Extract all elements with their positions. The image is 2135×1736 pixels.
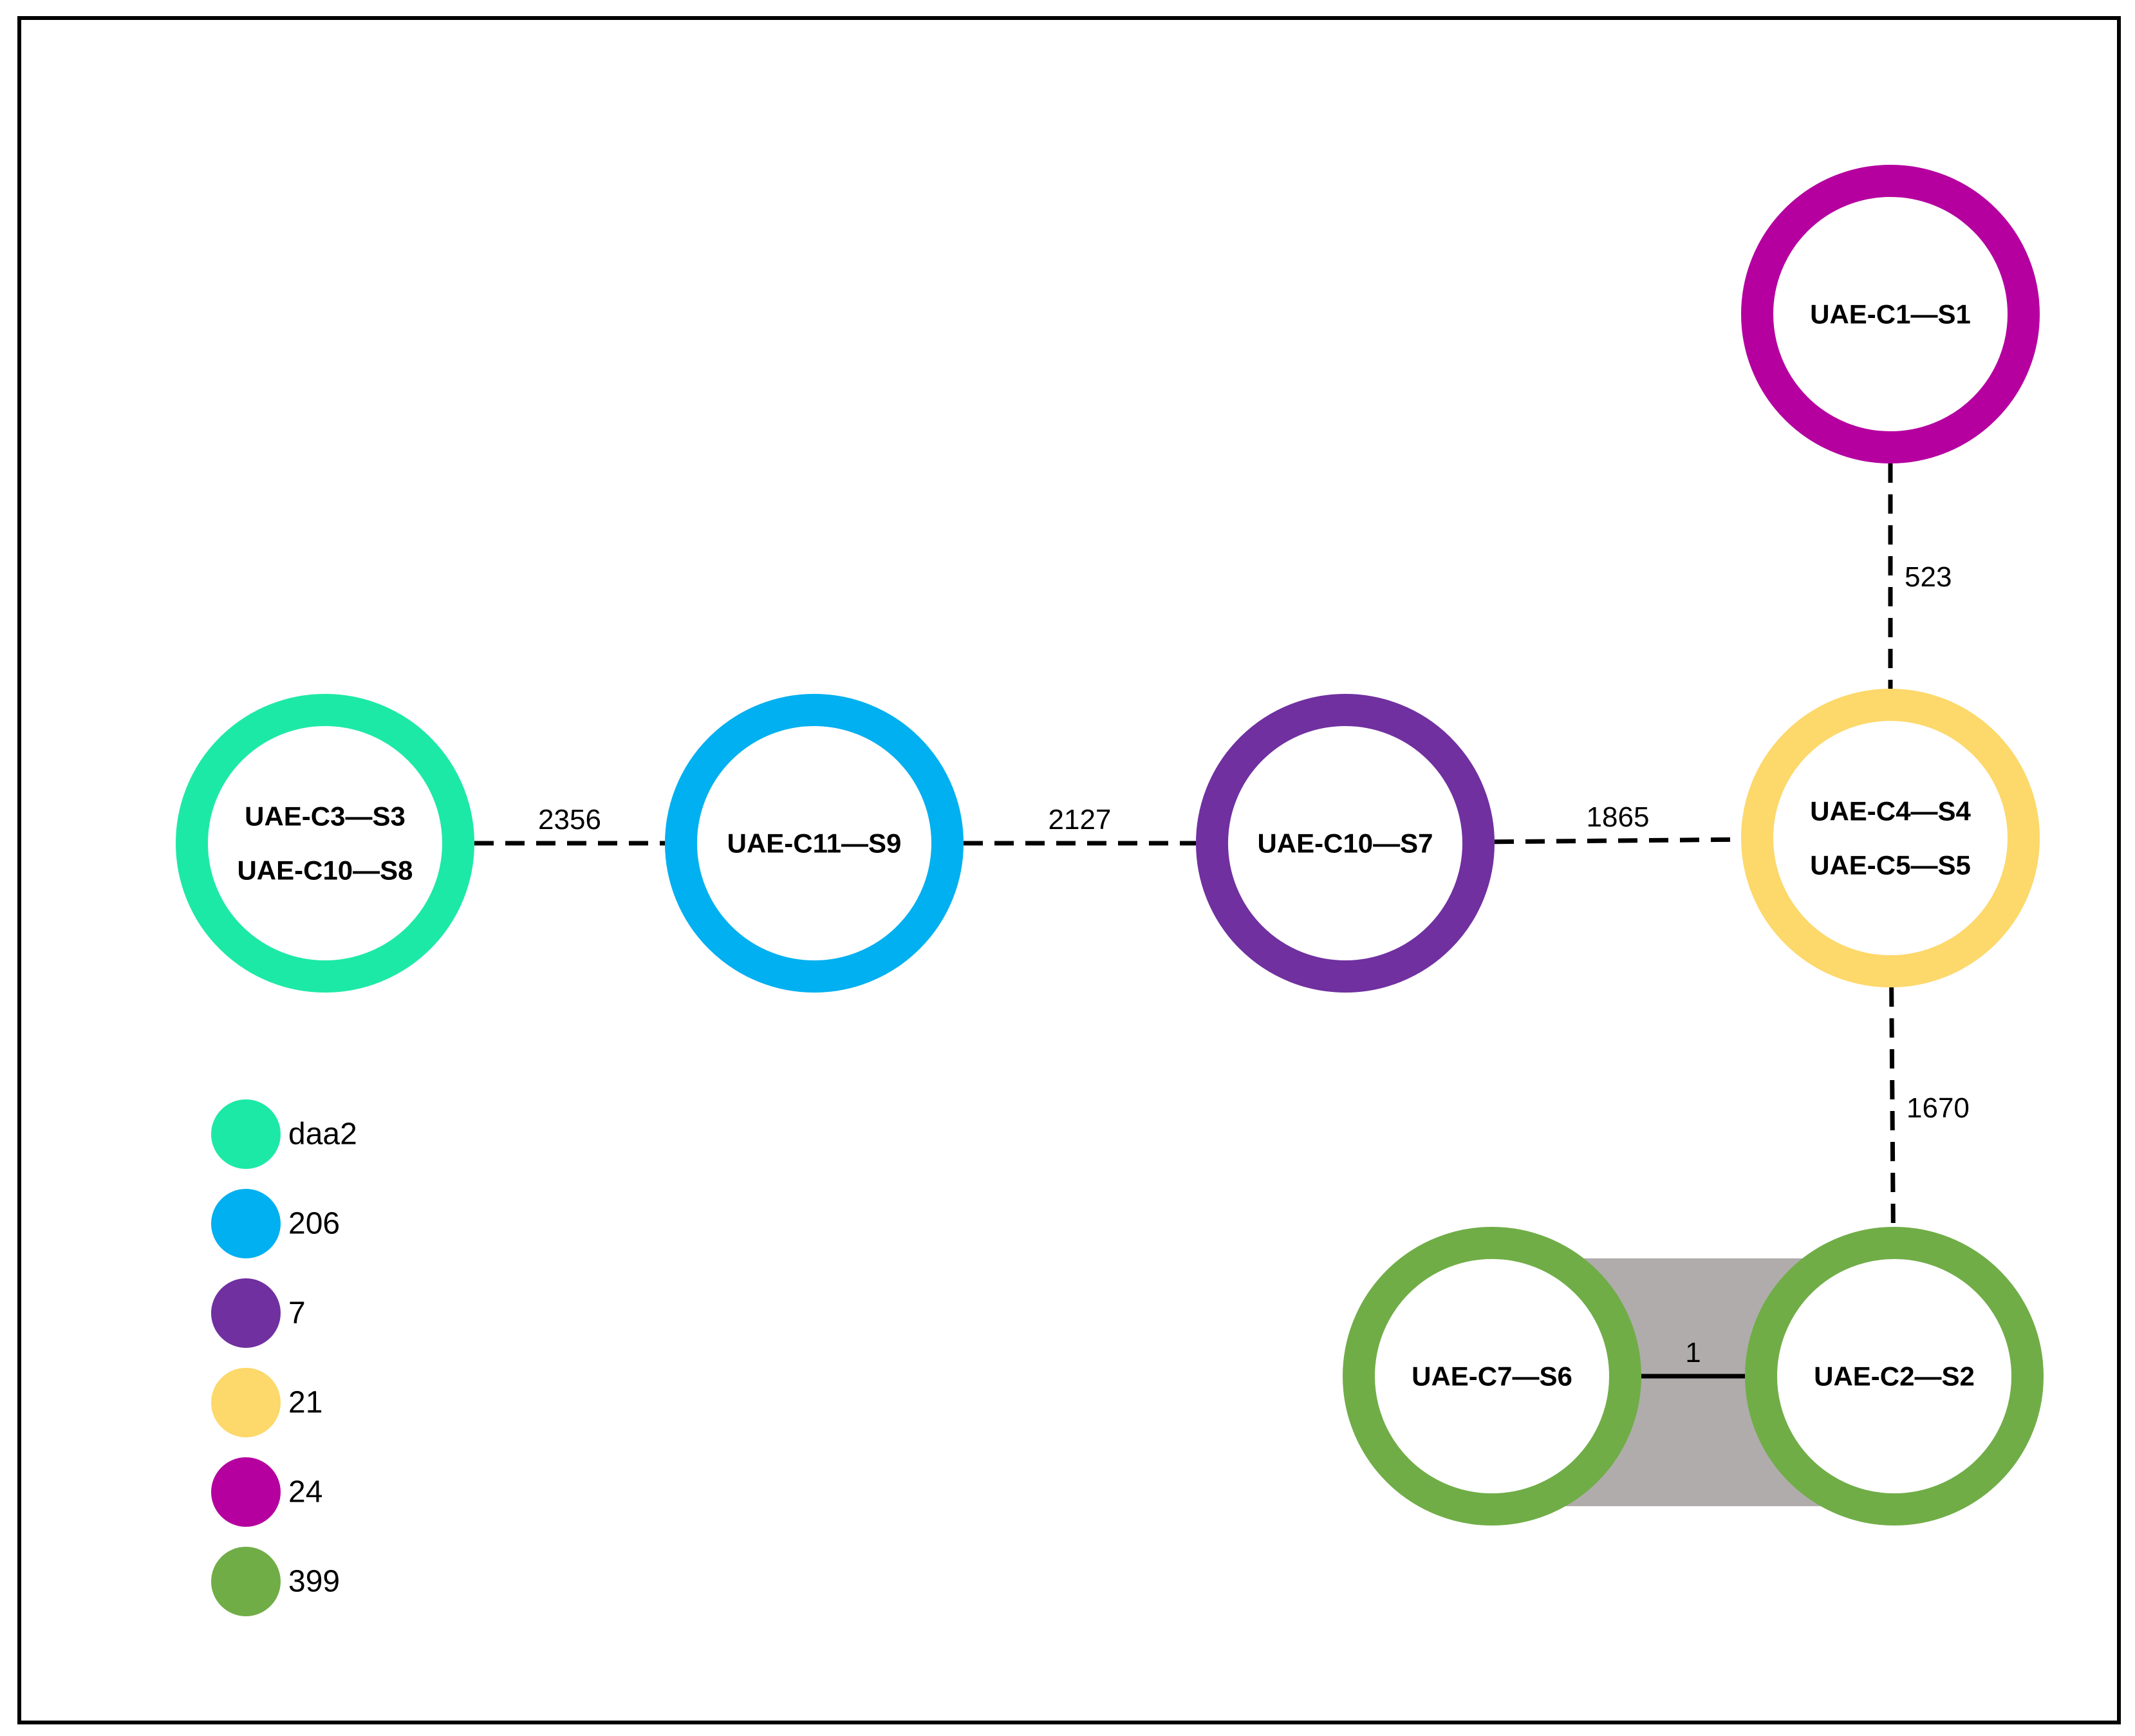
- node-label: UAE-C5—S5: [1810, 850, 1971, 881]
- node-uae-c7-s6: UAE-C7—S6: [1343, 1227, 1641, 1526]
- legend-item: 7: [211, 1278, 306, 1348]
- node-label: UAE-C1—S1: [1810, 299, 1971, 330]
- node-ring: [1745, 1227, 2044, 1526]
- nodes: UAE-C1—S1 UAE-C4—S4 UAE-C5—S5 UAE-C3—S3 …: [176, 165, 2044, 1526]
- node-uae-c3-s3-c10-s8: UAE-C3—S3 UAE-C10—S8: [176, 694, 474, 993]
- legend-item: daa2: [211, 1099, 357, 1169]
- node-uae-c10-s7: UAE-C10—S7: [1196, 694, 1495, 993]
- edges: [474, 463, 1896, 1379]
- node-label: UAE-C2—S2: [1814, 1361, 1975, 1392]
- node-label: UAE-C10—S8: [237, 855, 413, 886]
- legend-label: 24: [288, 1475, 322, 1509]
- legend: daa2 206 7 21 24 399: [211, 1099, 357, 1616]
- node-ring: [1196, 694, 1495, 993]
- legend-item: 24: [211, 1457, 322, 1527]
- edge-label: 1865: [1587, 801, 1650, 833]
- node-uae-c11-s9: UAE-C11—S9: [665, 694, 964, 993]
- legend-item: 206: [211, 1189, 340, 1258]
- edge-label: 2356: [538, 804, 601, 835]
- legend-swatch: [211, 1547, 281, 1616]
- node-uae-c4-s4-c5-s5: UAE-C4—S4 UAE-C5—S5: [1741, 689, 2040, 987]
- edge-label: 1: [1685, 1337, 1701, 1368]
- edge-line-1670: [1889, 987, 1896, 1227]
- node-label: UAE-C3—S3: [245, 801, 406, 832]
- legend-label: daa2: [288, 1117, 357, 1152]
- node-ring: [1741, 165, 2040, 463]
- legend-swatch: [211, 1099, 281, 1169]
- legend-swatch: [211, 1457, 281, 1527]
- legend-item: 399: [211, 1547, 340, 1616]
- node-label: UAE-C10—S7: [1257, 828, 1433, 859]
- node-label: UAE-C4—S4: [1810, 796, 1971, 826]
- node-ring: [665, 694, 964, 993]
- node-uae-c1-s1: UAE-C1—S1: [1741, 165, 2040, 463]
- edge-label: 523: [1905, 561, 1952, 593]
- node-ring: [176, 694, 474, 993]
- node-label: UAE-C7—S6: [1412, 1361, 1572, 1392]
- node-ring: [1343, 1227, 1641, 1526]
- edge-line-1865: [1494, 837, 1742, 845]
- legend-label: 7: [288, 1296, 306, 1330]
- edge-label: 2127: [1049, 804, 1112, 835]
- legend-label: 399: [288, 1565, 340, 1599]
- legend-swatch: [211, 1368, 281, 1437]
- node-uae-c2-s2: UAE-C2—S2: [1745, 1227, 2044, 1526]
- legend-label: 206: [288, 1207, 340, 1241]
- legend-item: 21: [211, 1368, 322, 1437]
- legend-swatch: [211, 1278, 281, 1348]
- edge-label: 1670: [1907, 1092, 1970, 1124]
- node-ring: [1741, 689, 2040, 987]
- edge-labels: 2356 2127 1865 523 1670 1: [538, 561, 1970, 1368]
- legend-label: 21: [288, 1386, 322, 1420]
- legend-swatch: [211, 1189, 281, 1258]
- node-label: UAE-C11—S9: [727, 828, 902, 859]
